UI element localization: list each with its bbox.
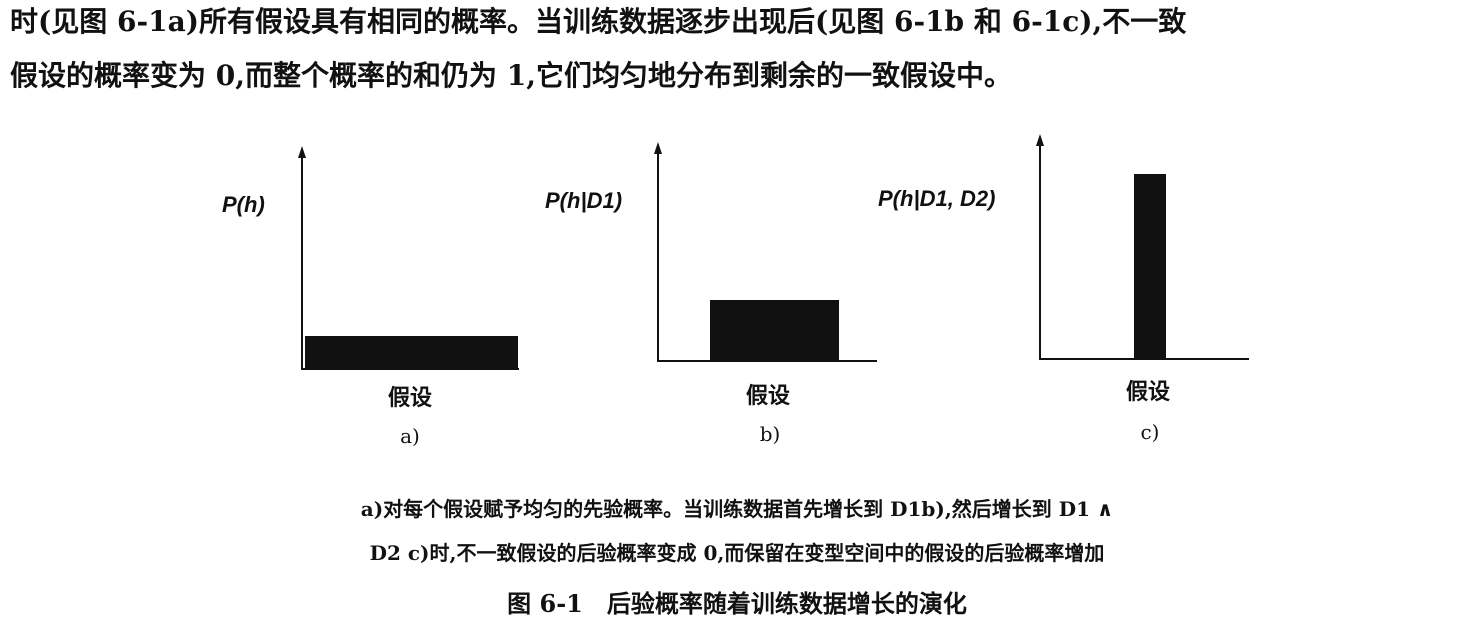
y-axis [301,156,303,370]
x-axis [301,368,519,370]
y-axis-arrow [298,146,306,158]
y-axis [1039,144,1041,360]
y-axis-label: P(h) [222,192,265,217]
y-axis-label: P(h|D1) [545,188,623,213]
x-axis-label: 假设 [1125,379,1170,405]
y-axis [657,152,659,362]
panel-label: c) [1140,420,1160,444]
y-axis-label: P(h|D1, D2) [878,186,996,211]
y-axis-arrow [1036,134,1044,146]
x-axis-label: 假设 [745,383,790,409]
bar-uniform-prior [305,336,518,368]
x-axis [1039,358,1249,360]
bar-remaining-hypothesis [1134,174,1166,358]
x-axis [657,360,877,362]
paragraph-line-2: 假设的概率变为 0,而整个概率的和仍为 1,它们均匀地分布到剩余的一致假设中。 [10,59,1012,92]
figure-caption-line-2: D2 c)时,不一致假设的后验概率变成 0,而保留在变型空间中的假设的后验概率增… [369,541,1105,565]
y-axis-arrow [654,142,662,154]
paragraph-line-1: 时(见图 6-1a)所有假设具有相同的概率。当训练数据逐步出现后(见图 6-1b… [10,5,1187,38]
figure-title: 图 6-1 后验概率随着训练数据增长的演化 [507,589,967,618]
x-axis-label: 假设 [387,385,432,411]
panel-label: a) [400,424,420,448]
bar-consistent-hypotheses [710,300,839,360]
panel-label: b) [759,422,781,446]
figure-caption-line-1: a)对每个假设赋予均匀的先验概率。当训练数据首先增长到 D1b),然后增长到 D… [360,497,1114,521]
